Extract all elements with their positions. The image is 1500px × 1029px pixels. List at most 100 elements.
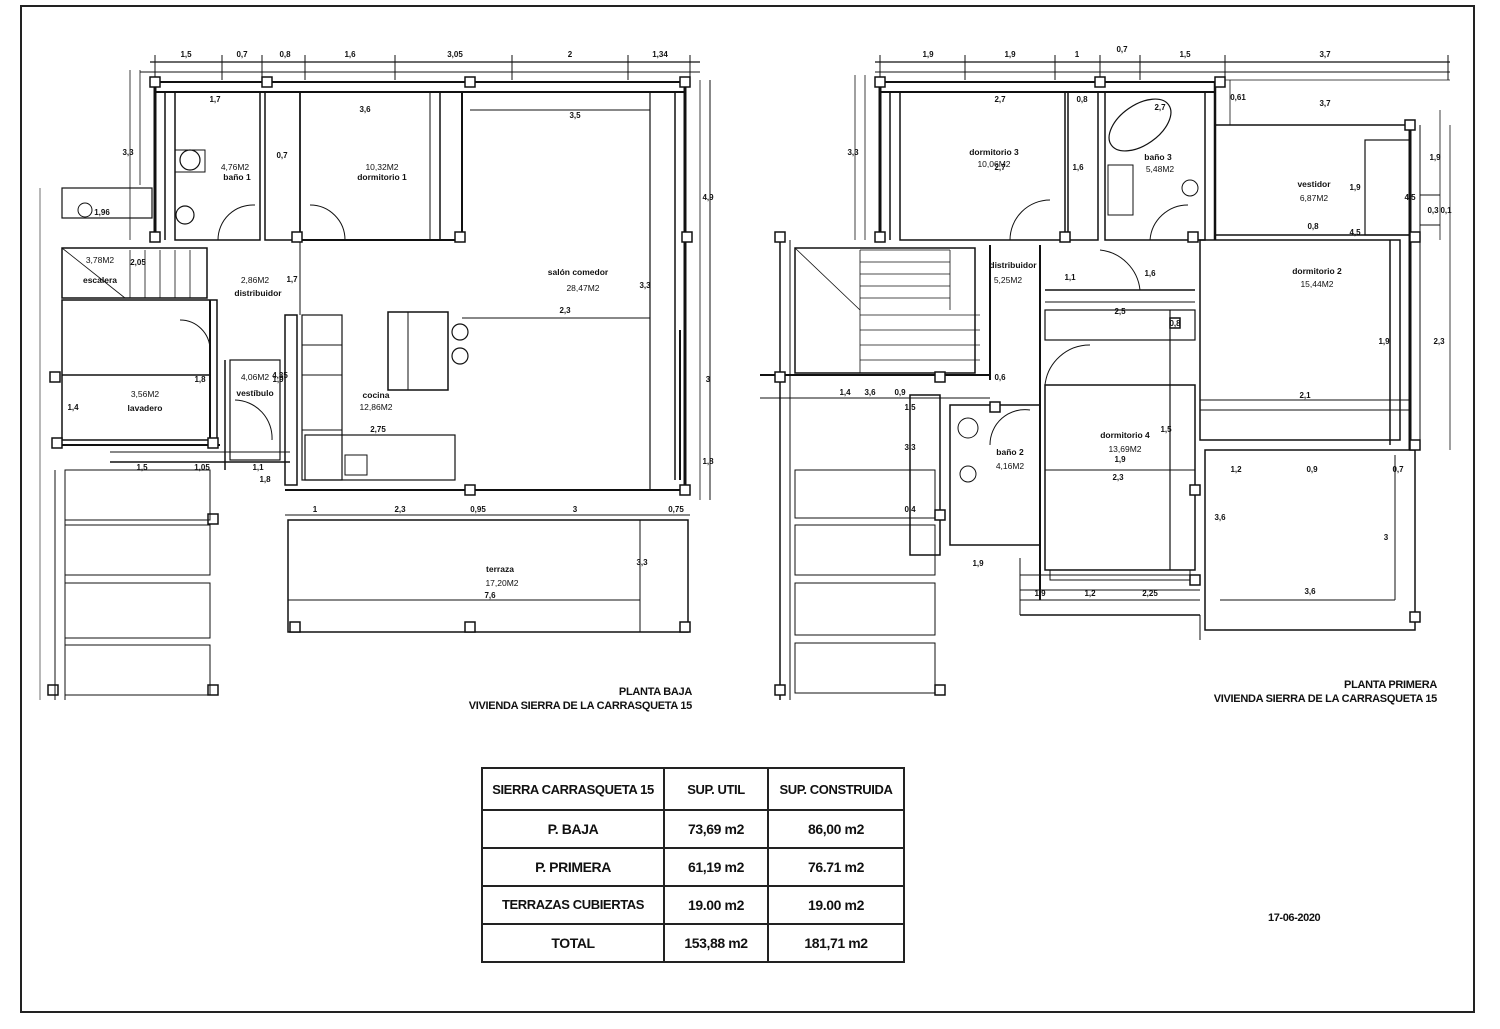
dim-misc-0: 1,7 [209,95,221,104]
room-lavadero-area: 3,56M2 [131,389,160,399]
room-dormitorio-2-name: dormitorio 2 [1292,266,1342,276]
dim-misc-8: 3,5 [569,111,581,120]
room-dormitorio-4-area: 13,69M2 [1108,444,1141,454]
ff-dim-misc-8: 1,6 [1072,163,1084,172]
dim-top-6: 1,34 [652,50,668,59]
ff-dim-misc-5: 1,9 [1429,153,1441,162]
area-table-cell: TOTAL [481,923,665,963]
room-bano-2-area: 4,16M2 [996,461,1025,471]
room-dormitorio-4-name: dormitorio 4 [1100,430,1150,440]
ff-dim-misc-34: 0,7 [1392,465,1404,474]
ff-dim-misc-32: 0,9 [1306,465,1318,474]
dim-misc-21: 1,8 [702,457,714,466]
ff-dim-top-3: 0,7 [1116,45,1128,54]
ff-dim-misc-4: 3,7 [1319,99,1331,108]
ff-dim-misc-39: 3,6 [864,388,876,397]
dim-misc-3: 1,96 [94,208,110,217]
dim-misc-20: 3 [706,375,711,384]
ff-dim-misc-22: 1,5 [1160,425,1172,434]
area-table-cell: 181,71 m2 [767,923,905,963]
ff-dim-misc-36: 0,1 [1440,206,1452,215]
ff-dim-misc-19: 0,9 [894,388,906,397]
first-floor-caption-title: PLANTA PRIMERA [1344,679,1437,691]
area-table-cell: P. PRIMERA [481,847,665,887]
room-distribuidor-area: 2,86M2 [241,275,270,285]
room-dormitorio-3-name: dormitorio 3 [969,147,1019,157]
ff-dim-misc-21: 3,3 [904,443,916,452]
ff-dim-top-2: 1 [1075,50,1080,59]
dim-misc-1: 0,7 [276,151,288,160]
first-floor-rooms: dormitorio 3 10,06M2 baño 3 5,48M2 vesti… [969,147,1342,471]
area-table-cell: 73,69 m2 [663,809,769,849]
dim-bottom-1: 2,3 [394,505,406,514]
ff-dim-top-1: 1,9 [1004,50,1016,59]
sheet-frame-left [20,5,22,1013]
dim-misc-4: 2,05 [130,258,146,267]
ff-dim-misc-16: 2,3 [1433,337,1445,346]
sheet-frame-bottom [20,1011,1475,1013]
area-table-cell: 153,88 m2 [663,923,769,963]
dim-bottom-4: 0,75 [668,505,684,514]
drawing-date: 17-06-2020 [1268,912,1321,924]
ff-dim-misc-40: 2,3 [1112,473,1124,482]
ff-dim-misc-10: 1,1 [1064,273,1076,282]
dim-misc-6: 3,3 [636,558,648,567]
ff-dim-misc-15: 1,9 [1378,337,1390,346]
dim-misc-7: 4,9 [702,193,714,202]
dim-misc-15: 1,4 [67,403,79,412]
table-row: P. BAJA 73,69 m2 86,00 m2 [481,809,905,849]
dim-misc-14: 3,3 [122,148,134,157]
ff-dim-misc-20: 1,5 [904,403,916,412]
room-escalera-name: escalera [83,275,117,285]
room-bano-1-name: baño 1 [223,172,251,182]
ff-dim-misc-13: 0,8 [1307,222,1319,231]
first-floor-plan [760,55,1451,700]
ff-dim-misc-1: 0,8 [1076,95,1088,104]
room-bano-3-area: 5,48M2 [1146,164,1175,174]
ff-dim-misc-24: 0,4 [904,505,916,514]
dim-top-1: 0,7 [236,50,248,59]
ff-dim-misc-18: 1,4 [839,388,851,397]
area-table: SIERRA CARRASQUETA 15 SUP. UTIL SUP. CON… [481,767,905,963]
dim-misc-19: 3,3 [639,281,651,290]
ff-dim-misc-33: 1,2 [1230,465,1242,474]
room-dormitorio-1-area: 10,32M2 [365,162,398,172]
dim-bottom-0: 1 [313,505,318,514]
ff-dim-misc-14: 0,8 [1169,319,1181,328]
ground-floor-caption-title: PLANTA BAJA [618,686,692,698]
ff-dim-misc-23: 1,9 [1114,455,1126,464]
area-table-cell: TERRAZAS CUBIERTAS [481,885,665,925]
dim-top-5: 2 [568,50,573,59]
room-terraza-name: terraza [486,564,514,574]
ff-dim-misc-26: 1,9 [1034,589,1046,598]
table-row: P. PRIMERA 61,19 m2 76.71 m2 [481,847,905,887]
ff-dim-misc-30: 3,6 [1214,513,1226,522]
room-dormitorio-2-area: 15,44M2 [1300,279,1333,289]
area-table-cell: 86,00 m2 [767,809,905,849]
ff-dim-misc-31: 3 [1384,533,1389,542]
room-distribuidor-ff-name: distribuidor [989,260,1037,270]
dim-misc-5: 7,6 [484,591,496,600]
ff-dim-misc-25: 1,9 [972,559,984,568]
first-floor-dimensions: 1,9 1,9 1 0,7 1,5 3,7 2,7 0,8 2,7 0,61 3… [839,45,1452,598]
room-bano-3-name: baño 3 [1144,152,1172,162]
room-terraza-area: 17,20M2 [485,578,518,588]
area-table-header-util: SUP. UTIL [663,767,769,811]
ff-dim-misc-3: 0,61 [1230,93,1246,102]
area-table-header-name: SIERRA CARRASQUETA 15 [481,767,665,811]
room-escalera-area: 3,78M2 [86,255,115,265]
table-row: TERRAZAS CUBIERTAS 19.00 m2 19.00 m2 [481,885,905,925]
first-floor-caption: PLANTA PRIMERA VIVIENDA SIERRA DE LA CAR… [1175,678,1438,706]
ff-dim-misc-41: 0,6 [994,373,1006,382]
table-row: TOTAL 153,88 m2 181,71 m2 [481,923,905,963]
room-vestibulo-name: vestíbulo [236,388,273,398]
room-vestidor-name: vestidor [1297,179,1331,189]
dim-bottom-3: 3 [573,505,578,514]
room-salon-name: salón comedor [548,267,609,277]
ff-dim-misc-27: 1,2 [1084,589,1096,598]
ff-dim-top-4: 1,5 [1179,50,1191,59]
ff-dim-top-5: 3,7 [1319,50,1331,59]
ff-dim-top-0: 1,9 [922,50,934,59]
area-table-cell: 61,19 m2 [663,847,769,887]
